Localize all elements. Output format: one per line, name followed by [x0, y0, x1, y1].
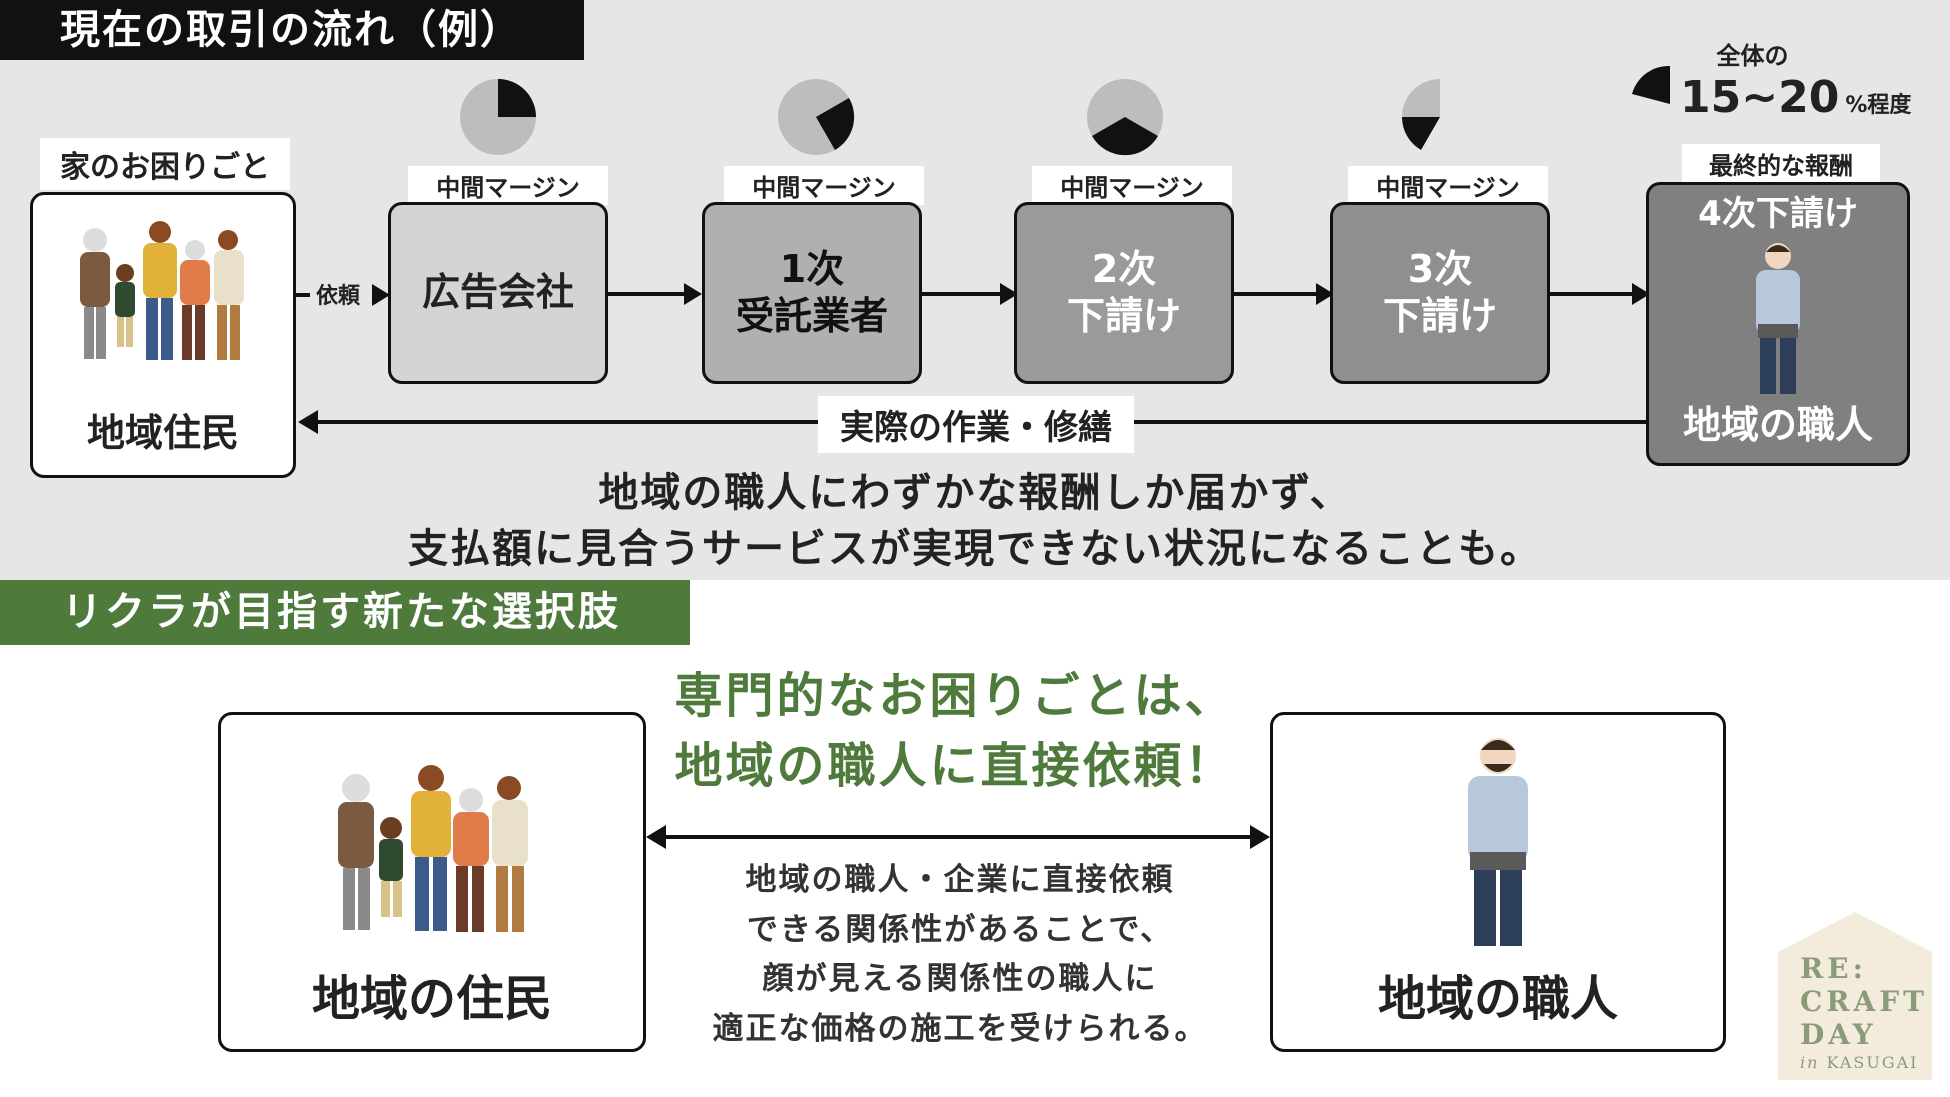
new-option-title: リクラが目指す新たな選択肢	[0, 580, 690, 645]
logo-sub-in: in	[1800, 1053, 1820, 1072]
double-arrow-line	[664, 835, 1252, 839]
logo-subtitle: in KASUGAI	[1800, 1053, 1918, 1072]
flow-arrow-line-1	[608, 292, 686, 296]
recraft-day-logo: RE: CRAFT DAY in KASUGAI	[1778, 912, 1932, 1080]
headline-line1: 専門的なお困りごとは、	[674, 668, 1236, 724]
margin-tag-3: 中間マージン	[1032, 166, 1232, 205]
direct-request-description: 地域の職人・企業に直接依頼 できる関係性があることで、 顔が見える関係性の職人に…	[660, 856, 1260, 1054]
final-label: 地域の職人	[1682, 402, 1873, 447]
final-share-pie-icon	[1632, 66, 1670, 104]
client-tag: 家のお困りごと	[40, 138, 290, 190]
craftsman-label: 地域の職人	[1377, 971, 1618, 1027]
request-label: 依頼	[316, 284, 361, 309]
logo-sub-place: KASUGAI	[1826, 1053, 1919, 1072]
craftsman-icon	[1468, 738, 1528, 946]
return-arrowhead	[298, 410, 318, 434]
stage-label: 広告会社	[421, 270, 574, 315]
resident-label: 地域の住民	[311, 971, 552, 1027]
flow-arrow-line-2	[922, 292, 1002, 296]
direct-request-headline: 専門的なお困りごとは、 地域の職人に直接依頼！	[640, 662, 1270, 801]
stage-box-ad-agency: 広告会社	[388, 202, 608, 384]
family-icon	[80, 221, 244, 360]
logo-line2: CRAFT	[1800, 985, 1928, 1018]
margin-pie-icon-1	[460, 79, 536, 155]
share-value: 15~20	[1680, 72, 1840, 123]
problem-message-line1: 地域の職人にわずかな報酬しか届かず、	[598, 470, 1352, 516]
request-arrowhead	[372, 284, 390, 306]
flow-arrowhead-2	[1000, 283, 1018, 305]
problem-message-line2: 支払額に見合うサービスが実現できない状況になることも。	[408, 526, 1542, 572]
house-logo-icon	[1778, 912, 1932, 1080]
current-flow-title: 現在の取引の流れ（例）	[0, 0, 584, 60]
craftsman-icon	[1756, 243, 1800, 394]
stage-box-tertiary-subcontractor: 3次 下請け	[1330, 202, 1550, 384]
stage-label-line1: 1次	[779, 246, 845, 291]
desc-line3: 顔が見える関係性の職人に	[762, 961, 1158, 998]
client-label: 地域住民	[86, 410, 239, 455]
stage-label-line1: 2次	[1091, 246, 1157, 291]
double-arrowhead-right	[1250, 825, 1270, 849]
logo-line3: DAY	[1800, 1018, 1877, 1051]
stage-box-primary-contractor: 1次 受託業者	[702, 202, 922, 384]
margin-tag-4: 中間マージン	[1348, 166, 1548, 205]
current-flow-panel	[0, 0, 1950, 580]
double-arrowhead-left	[646, 825, 666, 849]
flow-arrowhead-4	[1632, 283, 1650, 305]
flow-arrow-line-3	[1234, 292, 1318, 296]
stage-label-line2: 下請け	[1382, 294, 1497, 338]
margin-pie-icon-2	[778, 79, 855, 155]
margin-tag-2: 中間マージン	[724, 166, 924, 205]
final-share-readout: 15~20%程度	[1680, 72, 1911, 123]
margin-tag-1: 中間マージン	[408, 166, 608, 205]
desc-line2: できる関係性があることで、	[746, 911, 1174, 948]
family-icon	[338, 765, 528, 932]
stage-label-line2: 受託業者	[735, 294, 888, 338]
final-title: 4次下請け	[1698, 194, 1858, 234]
flow-arrow-line-4	[1550, 292, 1634, 296]
request-arrow-line	[296, 293, 310, 297]
share-suffix: %程度	[1845, 93, 1912, 118]
flow-arrowhead-3	[1316, 283, 1334, 305]
stage-label-line2: 下請け	[1066, 294, 1181, 338]
logo-line1: RE:	[1800, 952, 1867, 985]
desc-line1: 地域の職人・企業に直接依頼	[745, 862, 1175, 898]
share-prefix: 全体の	[1716, 42, 1789, 70]
stage-label-line1: 3次	[1407, 246, 1473, 291]
desc-line4: 適正な価格の施工を受けられる。	[712, 1010, 1208, 1047]
margin-pie-icon-3	[1087, 79, 1163, 156]
flow-arrowhead-1	[684, 283, 702, 305]
final-reward-tag: 最終的な報酬	[1682, 144, 1880, 183]
headline-line2: 地域の職人に直接依頼！	[674, 737, 1236, 794]
return-label: 実際の作業・修繕	[818, 396, 1134, 453]
stage-box-secondary-subcontractor: 2次 下請け	[1014, 202, 1234, 384]
margin-pie-icon-4	[1401, 79, 1478, 155]
